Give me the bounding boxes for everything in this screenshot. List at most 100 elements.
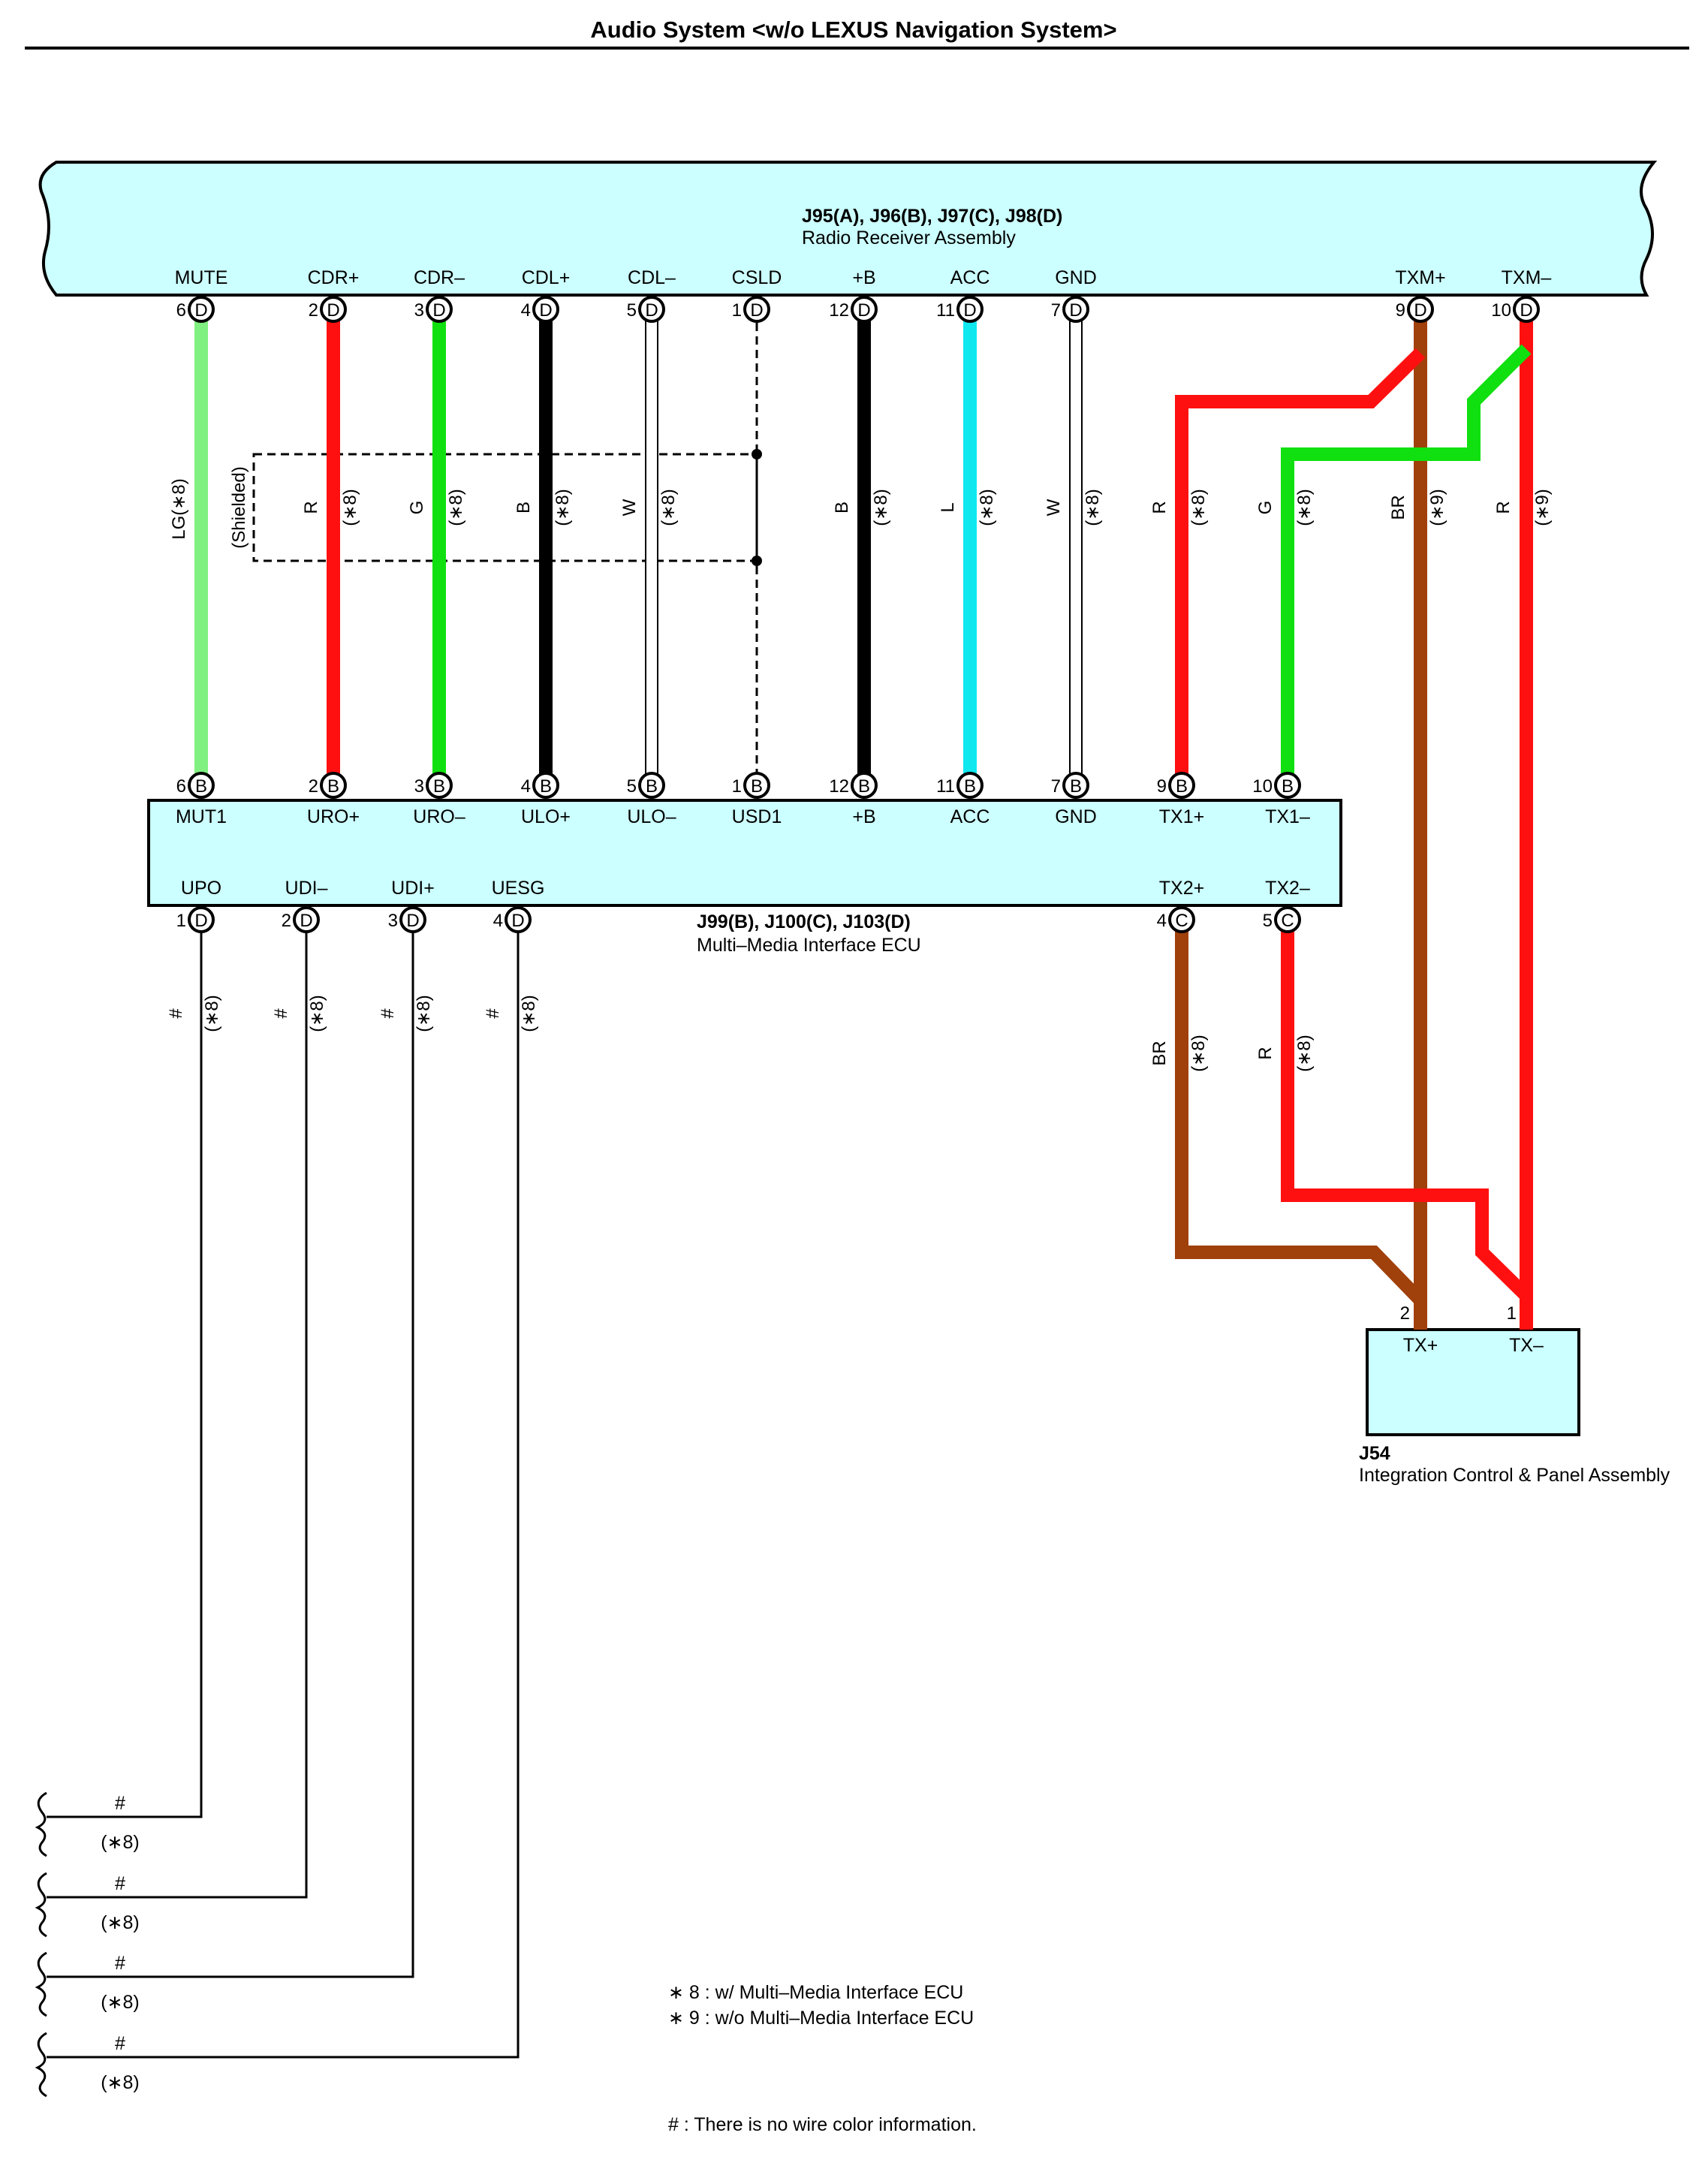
wire-note: (∗8) (1083, 489, 1103, 526)
wire-break-symbol (35, 1872, 47, 1938)
panel-pin-label: TX– (1509, 1335, 1544, 1356)
pin-number: 6 (176, 300, 186, 321)
pin-connector-letter: B (195, 776, 207, 797)
radio-pin-label: +B (852, 267, 875, 288)
pin-connector-letter: B (646, 776, 658, 797)
pin-number: 4 (521, 300, 531, 321)
pin-number: 4 (1157, 911, 1167, 931)
pin-connector-letter: D (327, 300, 339, 321)
wire-note: (∗8) (202, 995, 222, 1032)
wire-color-code: R (1255, 1047, 1276, 1059)
pin-number: 4 (493, 911, 503, 931)
wire-tx1-plus (1175, 348, 1426, 785)
pin-number: 11 (936, 776, 955, 797)
wire-note: (∗8) (553, 489, 573, 526)
pin-circle (1062, 772, 1089, 799)
wire-note: (∗8) (658, 489, 679, 526)
ecu-pin-label: TX1+ (1159, 806, 1204, 827)
wire-layer (35, 309, 1533, 2098)
ecu-pin-label: +B (852, 806, 875, 827)
radio-pin-label: CDL+ (522, 267, 571, 288)
pin-circle (426, 296, 453, 323)
pin-connector-letter: B (1176, 776, 1188, 797)
panel-name: Integration Control & Panel Assembly (1359, 1465, 1670, 1486)
ecu-pin-label: URO– (413, 806, 465, 827)
pin-circle (1168, 772, 1195, 799)
ecu-pin-label: GND (1055, 806, 1097, 827)
wire-tx2-minus (1281, 920, 1532, 1301)
pin-number: 11 (936, 300, 955, 321)
ecu-pin-label: URO+ (307, 806, 360, 827)
pin-number: 1 (176, 911, 186, 931)
ecu-pin-label: ULO– (627, 806, 676, 827)
wire-note: (∗8) (871, 489, 891, 526)
radio-pin-label: CSLD (732, 267, 782, 288)
radio-pin-label: TXM– (1502, 267, 1552, 288)
pin-connector-letter: D (645, 300, 658, 321)
pin-connector-letter: C (1175, 911, 1188, 931)
pin-circle (188, 906, 215, 933)
pin-number: 4 (521, 776, 531, 797)
wire-note: (∗8) (307, 995, 327, 1032)
pin-connector-letter: D (432, 300, 445, 321)
signal-lead (47, 920, 520, 2059)
pin-number: 6 (176, 776, 186, 797)
pin-number: 9 (1157, 776, 1167, 797)
lead-color-code: # (115, 1953, 125, 1974)
ecu-pin-label: ULO+ (521, 806, 571, 827)
pin-connector-letter: D (1069, 300, 1082, 321)
panel-pin-num: 2 (1400, 1303, 1410, 1324)
ecu-pin-label: UESG (492, 878, 545, 899)
signal-lead (47, 920, 414, 1978)
lead-note: (∗8) (101, 2072, 140, 2093)
integration-panel-body (1366, 1328, 1580, 1436)
pin-circle (426, 772, 453, 799)
radio-pin-label: GND (1055, 267, 1097, 288)
diagram-title: Audio System <w/o LEXUS Navigation Syste… (590, 17, 1116, 43)
ecu-pin-label: UPO (181, 878, 221, 899)
pin-circle (1513, 296, 1540, 323)
pin-circle (743, 772, 770, 799)
radio-pin-label: ACC (950, 267, 990, 288)
wire-note: (∗8) (519, 995, 539, 1032)
wire-color-code: BR (1388, 495, 1408, 520)
wire-color-code: W (619, 499, 640, 516)
wire-color-code: B (832, 502, 852, 514)
pin-number: 10 (1252, 776, 1273, 797)
radio-pin-label: TXM+ (1395, 267, 1445, 288)
pin-connector-letter: D (300, 911, 312, 931)
pin-connector-letter: B (327, 776, 339, 797)
wire-note: (∗9) (1532, 489, 1553, 526)
wire-note: (∗8) (1294, 1035, 1315, 1071)
shield-outline (252, 453, 758, 562)
pin-circle (188, 772, 215, 799)
radio-pin-label: CDR– (414, 267, 465, 288)
pin-connector-letter: B (964, 776, 976, 797)
wire-note: (∗9) (1427, 489, 1447, 526)
wire-color-code: W (1044, 499, 1064, 516)
pin-number: 5 (627, 776, 637, 797)
pin-circle (638, 772, 665, 799)
pin-circle (320, 772, 347, 799)
signal-lead (47, 920, 308, 1899)
pin-circle (293, 906, 320, 933)
pin-connector-letter: D (750, 300, 763, 321)
pin-number: 3 (388, 911, 398, 931)
wire-color-code: L (938, 502, 958, 512)
pin-number: 12 (829, 776, 849, 797)
note-line: ∗ 9 : w/o Multi–Media Interface ECU (668, 2008, 974, 2029)
lead-note: (∗8) (101, 1832, 140, 1853)
ecu-name: Multi–Media Interface ECU (697, 935, 921, 956)
wire-note: (∗8) (414, 995, 434, 1032)
wire-color-code: # (378, 1008, 398, 1019)
panel-id: J54 (1359, 1443, 1390, 1464)
pin-number: 7 (1051, 300, 1061, 321)
pin-connector-letter: B (433, 776, 445, 797)
wire-color-code: G (407, 501, 427, 515)
pin-circle (188, 296, 215, 323)
radio-receiver-body (38, 161, 1658, 297)
pin-connector-letter: B (540, 776, 552, 797)
pin-connector-letter: D (511, 911, 524, 931)
pin-circle (1062, 296, 1089, 323)
